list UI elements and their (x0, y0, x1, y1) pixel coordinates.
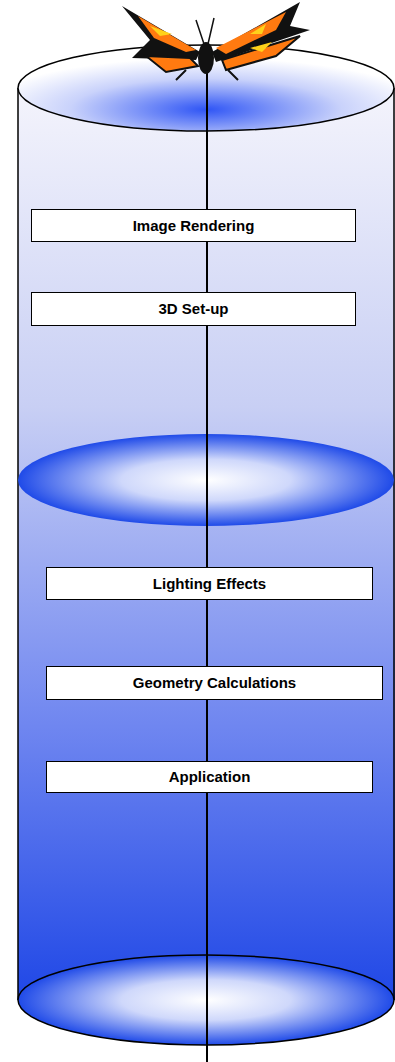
axis-line (206, 70, 208, 209)
box-label: Application (163, 768, 257, 786)
box-label: Image Rendering (127, 217, 261, 235)
connector-line (206, 600, 208, 666)
box-label: Geometry Calculations (127, 674, 302, 692)
connector-line (206, 242, 208, 292)
butterfly-illustration (122, 2, 310, 80)
axis-line (206, 793, 208, 1062)
process-box: Image Rendering (31, 209, 356, 242)
box-label: Lighting Effects (147, 575, 272, 593)
process-box: 3D Set-up (31, 292, 356, 326)
connector-line (206, 700, 208, 761)
cylinder-edge (393, 88, 395, 1000)
process-box: Geometry Calculations (46, 666, 383, 700)
box-label: 3D Set-up (152, 300, 234, 318)
connector-line (206, 326, 208, 567)
process-box: Application (46, 761, 373, 793)
cylinder-edge (17, 88, 19, 1000)
process-box: Lighting Effects (46, 567, 373, 600)
